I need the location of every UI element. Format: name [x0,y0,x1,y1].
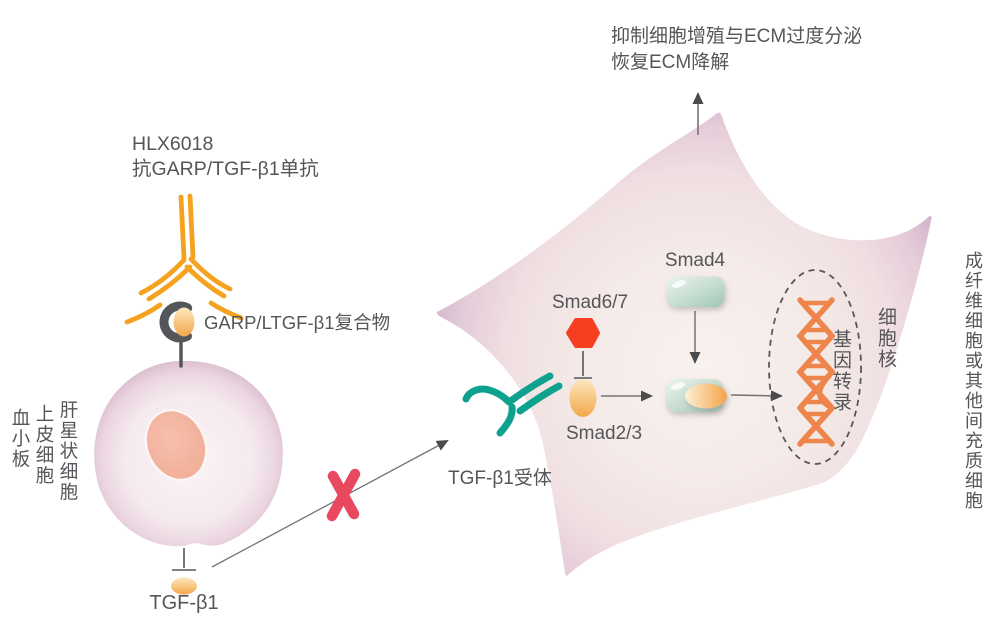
target-cell-shape [436,112,932,576]
source-cell-type-1: 肝星状细胞 [58,400,79,503]
smad4-label: Smad4 [664,250,726,271]
target-cell-label: 成纤维细胞或其他间充质细胞 [963,251,983,511]
smad23-label: Smad2/3 [565,423,643,444]
secretion-inhibition-tbar [172,548,196,571]
antibody-icon [124,193,244,325]
antibody-name: HLX6018 [132,133,214,155]
outcome-label: 抑制细胞增殖与ECM过度分泌 恢复ECM降解 [611,24,862,76]
dna-helix-icon [796,297,836,447]
garp-complex-icon [159,301,201,368]
smad67-hexagon-icon [566,318,600,348]
blocked-signal-arrow [211,440,449,568]
receptor-label: TGF-β1受体 [448,468,552,489]
outcome-line-2: 恢复ECM降解 [611,52,730,73]
gene-transcription-label: 基因转录 [830,329,851,413]
smad-complex-icon [666,379,727,412]
antibody-label: HLX6018 抗GARP/TGF-β1单抗 [132,132,319,182]
receptor-icon [462,372,563,437]
tgfb1-label: TGF-β1 [149,592,219,614]
antibody-desc: 抗GARP/TGF-β1单抗 [132,158,319,180]
tgfb1-oval-icon [171,577,197,595]
source-cell-type-2: 上皮细胞 [34,404,55,486]
outcome-line-1: 抑制细胞增殖与ECM过度分泌 [611,26,863,47]
source-cell-type-3: 血小板 [10,408,31,470]
source-cell-shape [94,360,283,547]
garp-complex-label: GARP/LTGF-β1复合物 [204,312,391,333]
x-mark-icon [326,468,361,522]
smad4-box-icon [666,276,725,307]
smad67-label: Smad6/7 [551,292,629,313]
smad23-oval-icon [569,379,597,417]
source-cell-nucleus [144,408,208,482]
nucleus-label: 细胞核 [875,307,896,370]
nucleus-dashed-outline [768,269,862,465]
smad67-inhibition-tbar [574,351,592,379]
complex-to-gene-arrow [730,390,783,402]
